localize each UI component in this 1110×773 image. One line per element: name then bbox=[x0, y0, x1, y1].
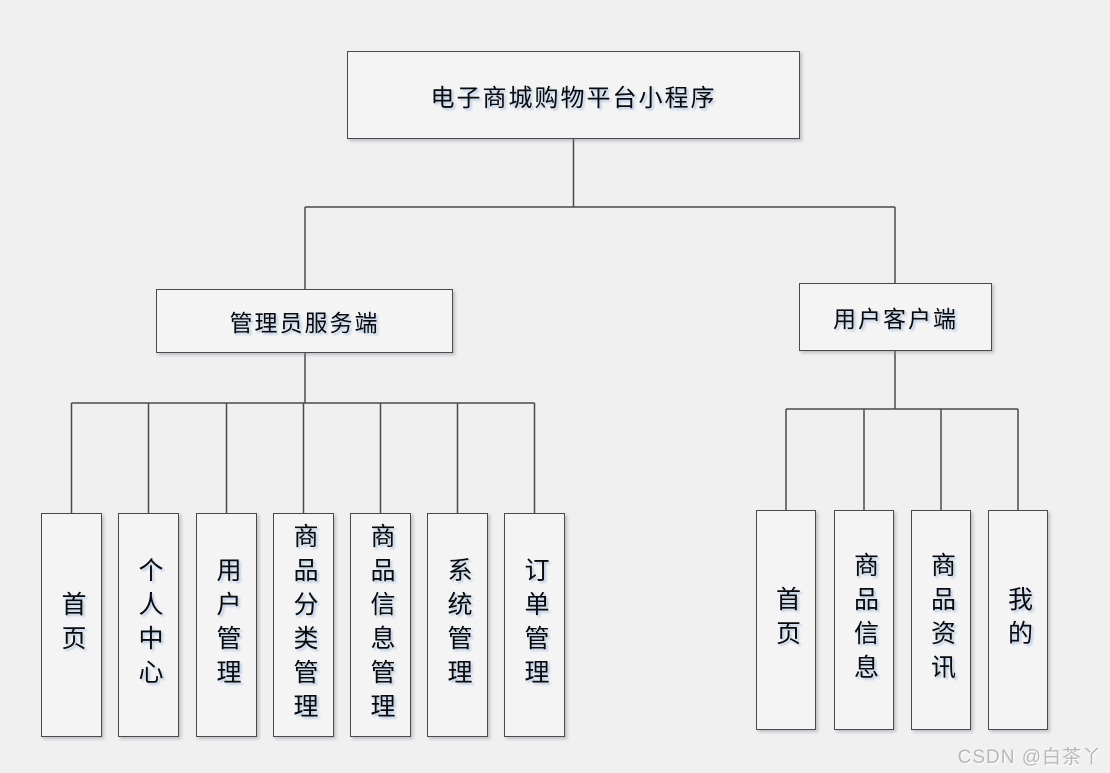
node-label: 个人中心 bbox=[135, 557, 163, 693]
node-root: 电子商城购物平台小程序 bbox=[347, 51, 800, 139]
leaf-node: 首页 bbox=[41, 513, 102, 737]
leaf-node: 商品信息管理 bbox=[350, 513, 411, 737]
leaf-node: 商品资讯 bbox=[911, 510, 971, 730]
node-label: 首页 bbox=[772, 586, 801, 654]
node-label: 系统管理 bbox=[444, 557, 472, 693]
watermark-text: CSDN @白茶丫 bbox=[957, 747, 1102, 768]
node-label: 用户客户端 bbox=[833, 306, 958, 332]
node-label: 首页 bbox=[58, 591, 86, 659]
node-label: 我的 bbox=[1004, 586, 1033, 654]
leaf-node: 用户管理 bbox=[196, 513, 257, 737]
node-label: 商品资讯 bbox=[927, 552, 956, 688]
leaf-node: 订单管理 bbox=[504, 513, 565, 737]
node-user-branch: 用户客户端 bbox=[799, 283, 992, 351]
node-label: 用户管理 bbox=[213, 557, 241, 693]
node-label: 电子商城购物平台小程序 bbox=[430, 84, 717, 112]
node-label: 商品分类管理 bbox=[290, 523, 318, 727]
node-label: 管理员服务端 bbox=[229, 310, 380, 336]
node-admin-branch: 管理员服务端 bbox=[156, 289, 453, 353]
leaf-node: 商品信息 bbox=[834, 510, 894, 730]
node-label: 订单管理 bbox=[521, 557, 549, 693]
node-label: 商品信息 bbox=[850, 552, 879, 688]
leaf-node: 我的 bbox=[988, 510, 1048, 730]
leaf-node: 个人中心 bbox=[118, 513, 179, 737]
node-label: 商品信息管理 bbox=[367, 523, 395, 727]
leaf-node: 商品分类管理 bbox=[273, 513, 334, 737]
leaf-node: 系统管理 bbox=[427, 513, 488, 737]
leaf-node: 首页 bbox=[756, 510, 816, 730]
